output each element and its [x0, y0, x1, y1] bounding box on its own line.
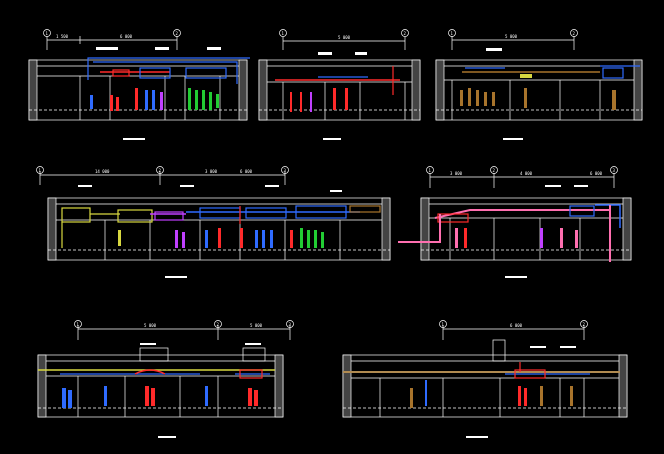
- section-5-equipment: [398, 204, 621, 262]
- section-4: [36, 166, 391, 278]
- dimension-text: 5 000: [505, 34, 518, 39]
- dimension-text: 6 000: [510, 323, 523, 328]
- dimension-text: 6 000: [120, 34, 133, 39]
- dimension-text: 14 000: [95, 169, 110, 174]
- grid-label: 1: [77, 322, 80, 327]
- dimension-text: 5 000: [144, 323, 157, 328]
- section-7-equipment: [343, 362, 620, 408]
- grid-label: 3: [289, 322, 292, 327]
- grid-label: 2: [176, 31, 179, 36]
- dimension-text: 6 000: [590, 171, 603, 176]
- grid-label: 2: [583, 322, 586, 327]
- dimension-text: 4 000: [520, 171, 533, 176]
- grid-label: 1: [451, 31, 454, 36]
- dimension-text: 5 000: [250, 323, 263, 328]
- grid-label: 2: [159, 168, 162, 173]
- grid-label: 1: [282, 31, 285, 36]
- grid-label: 1: [429, 168, 432, 173]
- dimension-text: 6 000: [240, 169, 253, 174]
- grid-label: 2: [493, 168, 496, 173]
- section-6-equipment: [38, 369, 275, 408]
- section-3: [435, 29, 643, 140]
- section-1: [28, 29, 248, 140]
- grid-label: 2: [573, 31, 576, 36]
- grid-bubble: [43, 29, 51, 37]
- section-1-equipment: [87, 57, 250, 111]
- section-3-equipment: [460, 65, 640, 110]
- grid-label: 3: [284, 168, 287, 173]
- section-caption: [123, 138, 145, 140]
- section-7: [342, 320, 628, 438]
- dimension-text: 5 000: [338, 35, 351, 40]
- grid-label: 2: [404, 31, 407, 36]
- section-4-equipment: [61, 205, 381, 248]
- section-6: [37, 320, 294, 438]
- section-2-equipment: [275, 66, 400, 112]
- section-5: [420, 166, 632, 278]
- dimension-text: 3 000: [450, 171, 463, 176]
- dimension-text: 3 000: [205, 169, 218, 174]
- grid-label: 1: [39, 168, 42, 173]
- grid-label: 2: [217, 322, 220, 327]
- grid-label: 1: [46, 31, 49, 36]
- dimension-text: 1 500: [56, 34, 69, 39]
- grid-label: 3: [613, 168, 616, 173]
- grid-label: 1: [442, 322, 445, 327]
- grid-bubble: [173, 29, 181, 37]
